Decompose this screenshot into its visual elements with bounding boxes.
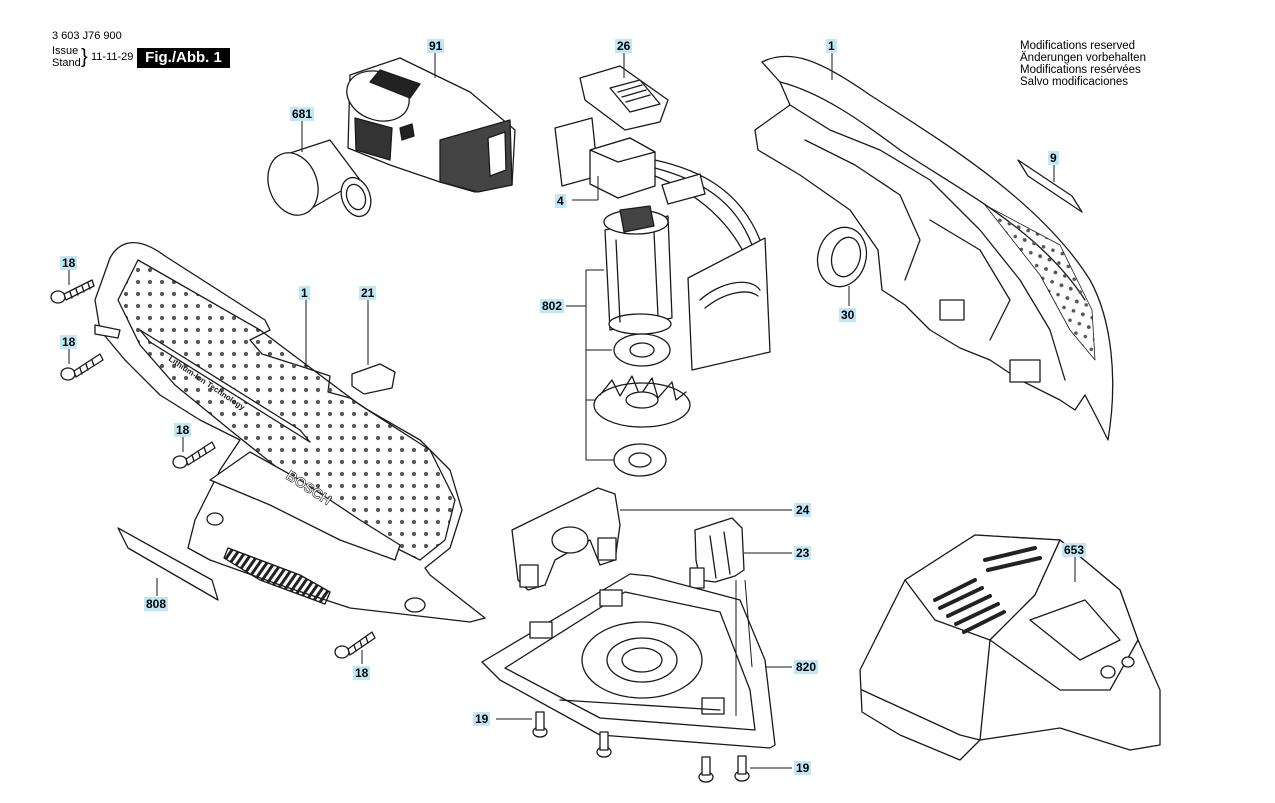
- fan: [593, 375, 691, 428]
- clip-part: [689, 517, 745, 589]
- screw-18-a: [50, 279, 95, 304]
- callout-820: 820: [794, 660, 819, 674]
- leader-lines: [68, 53, 1076, 769]
- circuit-board: [687, 237, 771, 371]
- callout-1-right: 1: [826, 39, 837, 53]
- screw-19-d: [734, 755, 750, 782]
- base-plate: [481, 573, 776, 749]
- callout-18-a: 18: [60, 256, 78, 270]
- housing-half-left: [94, 242, 486, 623]
- screw-19-c: [698, 756, 714, 783]
- callout-1-left: 1: [299, 286, 310, 300]
- stand-label: Stand: [52, 57, 81, 69]
- issue-label: Issue: [52, 45, 79, 57]
- screw-18-c: [172, 441, 216, 469]
- callout-30: 30: [839, 308, 857, 322]
- battery-pack: [346, 57, 516, 193]
- housing-half-right: [754, 55, 1114, 441]
- cap-part: [267, 139, 372, 218]
- holder-frame: [511, 487, 621, 591]
- callout-19-left: 19: [473, 712, 491, 726]
- callout-681: 681: [290, 107, 315, 121]
- screw-19-a: [532, 711, 548, 738]
- callout-9: 9: [1048, 151, 1059, 165]
- callout-653: 653: [1062, 543, 1087, 557]
- callout-23: 23: [794, 546, 812, 560]
- modifications-line: Modifications resérvées: [1020, 64, 1141, 76]
- callout-19-right: 19: [794, 761, 812, 775]
- figure-label: Fig./Abb. 1: [137, 48, 230, 68]
- callout-18-c: 18: [174, 423, 192, 437]
- screw-19-b: [596, 731, 612, 758]
- callout-18-d: 18: [353, 666, 371, 680]
- bearing-lower: [613, 443, 667, 477]
- modifications-notice: Modifications reserved Änderungen vorbeh…: [1020, 40, 1146, 88]
- callout-4: 4: [555, 194, 566, 208]
- bearing-upper: [613, 333, 671, 367]
- modifications-line: Modifications reserved: [1020, 40, 1136, 52]
- callout-18-b: 18: [60, 335, 78, 349]
- callout-802: 802: [540, 299, 565, 313]
- callout-24: 24: [794, 503, 812, 517]
- seal-ring: [816, 226, 868, 288]
- document-number: 3 603 J76 900: [52, 30, 122, 42]
- switch-slider: [579, 65, 669, 131]
- label-strip: [1017, 159, 1083, 213]
- brace: }: [81, 46, 88, 68]
- callout-26: 26: [615, 39, 633, 53]
- screw-18-b: [60, 353, 104, 381]
- motor: [603, 205, 673, 335]
- side-label: [117, 527, 219, 601]
- issue-date: 11-11-29: [91, 51, 134, 63]
- latch: [351, 363, 396, 395]
- callout-91: 91: [427, 39, 445, 53]
- charger: [859, 534, 1161, 761]
- callout-808: 808: [144, 597, 169, 611]
- callout-21: 21: [359, 286, 377, 300]
- modifications-line: Salvo modificaciones: [1020, 76, 1129, 88]
- screw-18-d: [334, 631, 376, 659]
- modifications-line: Änderungen vorbehalten: [1020, 52, 1146, 64]
